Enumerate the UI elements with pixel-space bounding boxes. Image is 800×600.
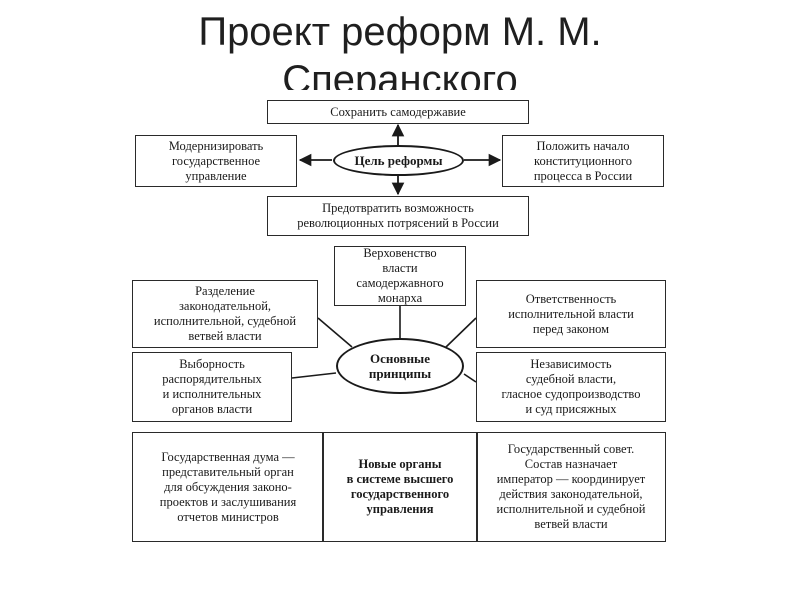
principle-electivity: Выборность распорядительных и исполнител… [132,352,292,422]
new-organs-heading: Новые органы в системе высшего государст… [346,457,454,516]
goal-constitutional-process: Положить начало конституционного процесс… [502,135,664,187]
goal-prevent-revolution: Предотвратить возможность революционных … [267,196,529,236]
goal-preserve-autocracy: Сохранить самодержавие [267,100,529,124]
principle-responsibility-executive: Ответственность исполнительной власти пе… [476,280,666,348]
goal-center-oval: Цель реформы [333,145,464,176]
principles-center-oval: Основные принципы [336,338,464,394]
connector-left-bottom [291,372,337,379]
state-duma-description: Государственная дума — представительный … [159,449,297,524]
organs-divider-left [322,432,324,542]
connector-left-top [317,317,353,348]
principle-monarch-supremacy: Верховенство власти самодержавного монар… [334,246,466,306]
connector-right-top [445,317,477,348]
principle-judicial-independence: Независимость судебной власти, гласное с… [476,352,666,422]
principle-separation-of-powers: Разделение законодательной, исполнительн… [132,280,318,348]
connector-right-bottom [463,373,477,383]
goal-modernize-governance: Модернизировать государственное управлен… [135,135,297,187]
slide-title: Проект реформ М. М. Сперанского [198,10,602,90]
organs-row [132,432,666,542]
organs-divider-right [476,432,478,542]
state-council-description: Государственный совет. Состав назначает … [496,442,646,531]
